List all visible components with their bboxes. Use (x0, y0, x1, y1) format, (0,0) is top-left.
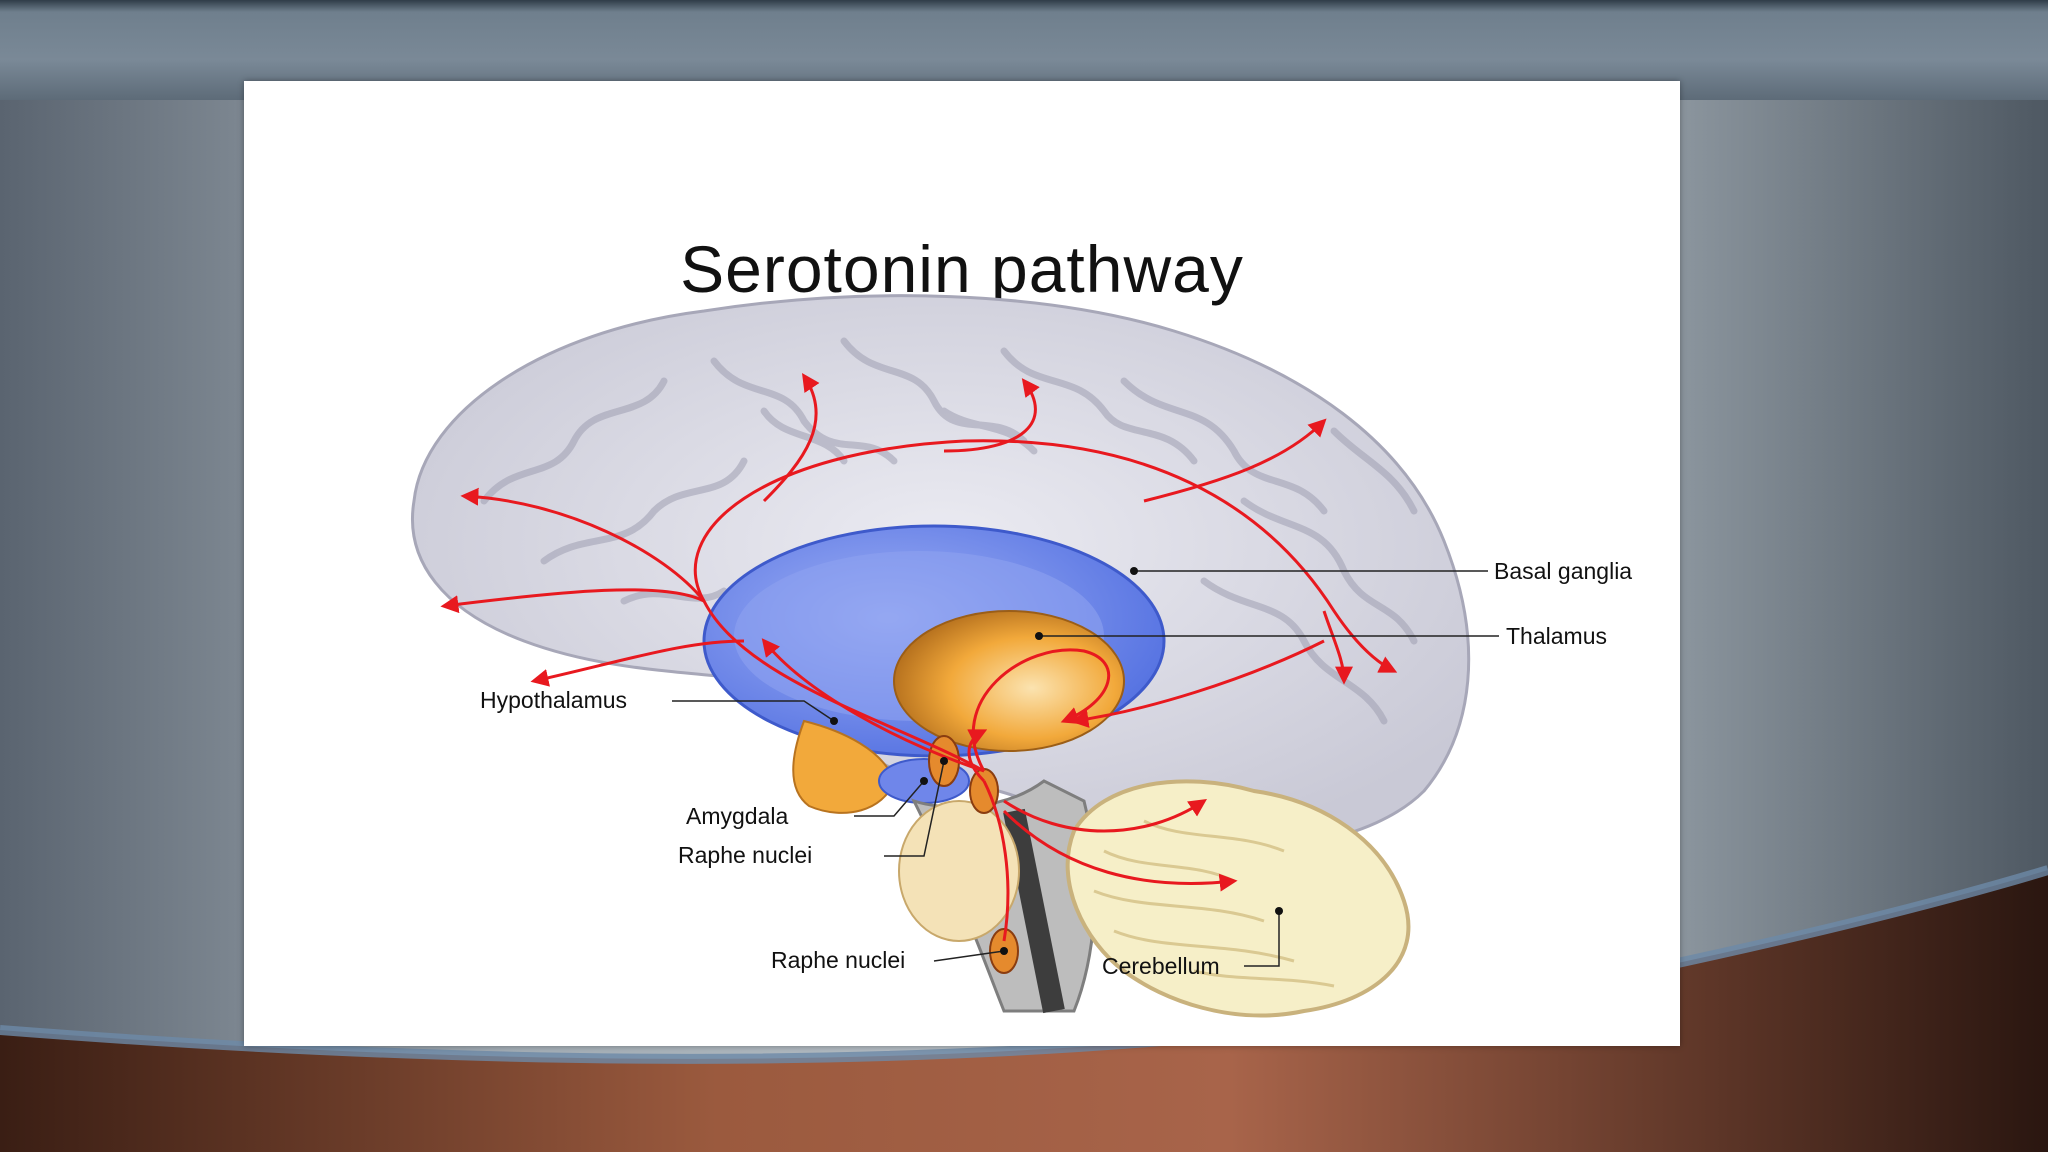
label-amygdala: Amygdala (686, 803, 789, 829)
label-raphe-nuclei-upper: Raphe nuclei (678, 842, 813, 868)
serotonin-projections (440, 373, 1398, 942)
label-raphe-nuclei-lower: Raphe nuclei (771, 947, 906, 973)
cerebellum-shape (1065, 779, 1411, 1018)
thalamus-shape (893, 610, 1125, 752)
label-cerebellum: Cerebellum (1102, 953, 1220, 979)
hypothalamus-shape (792, 719, 896, 814)
slide-title: Serotonin pathway (680, 232, 1244, 306)
pons (898, 800, 1020, 942)
slide-card: Serotonin pathway (244, 81, 1680, 1046)
label-thalamus: Thalamus (1506, 623, 1607, 649)
label-hypothalamus: Hypothalamus (480, 687, 628, 713)
brain-diagram (411, 294, 1499, 1018)
label-basal-ganglia: Basal ganglia (1494, 558, 1633, 584)
